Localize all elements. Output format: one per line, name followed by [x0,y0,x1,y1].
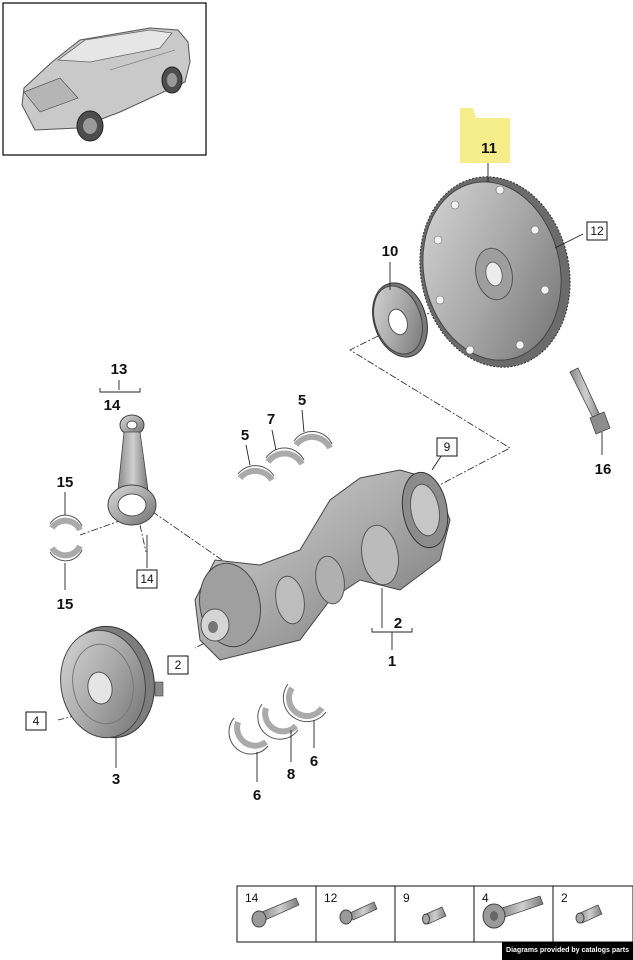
main-bearing-shells-upper [237,433,333,482]
label-8: 8 [287,766,295,783]
bolt-2-icon [575,904,603,924]
bolt-12-icon [339,901,378,925]
car-icon [21,27,191,142]
box-label-14: 14 [136,569,158,589]
svg-text:4: 4 [33,714,40,728]
label-15-top: 15 [57,474,74,491]
main-bearing-shells-lower [234,686,325,749]
box-label-12: 12 [586,221,608,241]
bolt-cell-14-label: 14 [245,891,259,905]
label-5-right: 5 [298,392,306,409]
flywheel-bolt [569,367,611,435]
bolt-9-icon [422,906,447,925]
credit-badge: Diagrams provided by catalogs parts [502,942,633,960]
svg-text:9: 9 [444,440,451,454]
bolt-cell-4-label: 4 [482,891,489,905]
crank-pulley [60,625,164,739]
box-label-2: 2 [167,655,189,675]
svg-text:2: 2 [175,658,182,672]
bolt-table: 14 12 9 4 2 [236,885,633,943]
bolt-cell-9-label: 9 [403,891,410,905]
spacer-plate [372,282,428,358]
label-11: 11 [481,140,497,157]
crankshaft [194,469,451,661]
box-label-4: 4 [25,711,47,731]
label-13: 13 [111,361,128,378]
box-label-9: 9 [436,437,458,457]
leader-lines [64,163,603,782]
flywheel [419,176,571,368]
bolt-14-icon [251,897,300,928]
label-7: 7 [267,411,275,428]
bolt-cell-2-label: 2 [561,891,568,905]
label-10: 10 [382,243,399,260]
rod-bearing-shells [49,517,83,559]
label-1: 1 [388,653,396,670]
label-6-right: 6 [310,753,318,770]
part-11-highlight [460,108,510,163]
svg-text:14: 14 [140,572,154,586]
label-5-left: 5 [241,427,249,444]
label-15-bottom: 15 [57,596,74,613]
vehicle-thumbnail [2,2,207,156]
label-16: 16 [595,461,612,478]
svg-text:12: 12 [590,224,604,238]
boxed-labels: 12 9 14 2 4 [25,221,608,731]
label-2-bracket: 2 [394,615,402,632]
label-14-bracket: 14 [104,397,121,414]
label-3: 3 [112,771,120,788]
bolt-cell-12-label: 12 [324,891,338,905]
label-6-left: 6 [253,787,261,804]
connecting-rod [107,414,157,526]
part-labels: 1 2 3 5 5 6 6 7 8 10 11 13 14 15 15 16 [57,140,612,804]
bolt-4-icon [482,895,544,929]
